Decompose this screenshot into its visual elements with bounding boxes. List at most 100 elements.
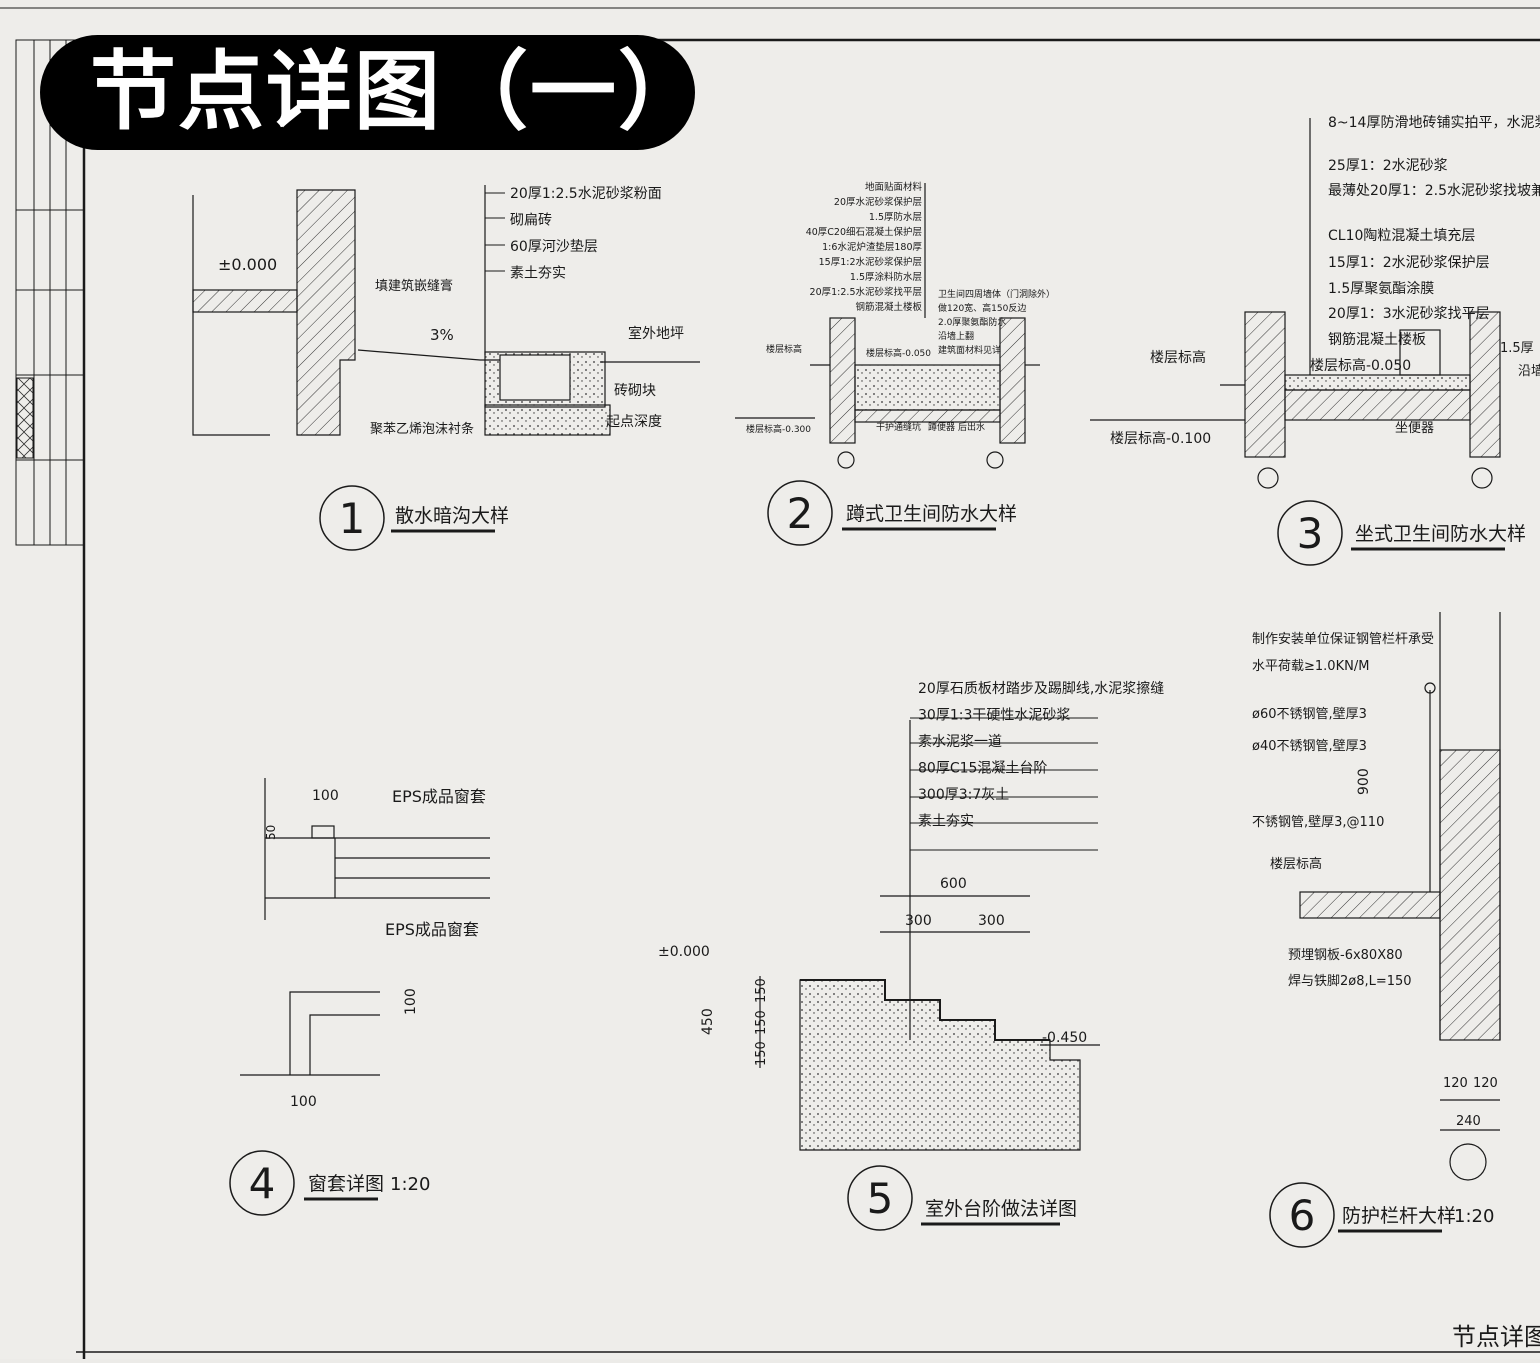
detail-4-note: 100 xyxy=(312,788,339,804)
detail-6-drawing xyxy=(1299,612,1501,1181)
detail-1-note: 起点深度 xyxy=(606,414,662,430)
detail-5-layer-label: 素水泥浆一道 xyxy=(918,734,1002,750)
detail-6-note: 120 xyxy=(1473,1076,1498,1091)
detail-1-title: 散水暗沟大样 xyxy=(395,505,509,527)
detail-4-title: 窗套详图 xyxy=(308,1173,384,1195)
detail-3-layer-label: 8~14厚防滑地砖铺实拍平，水泥浆擦缝 xyxy=(1328,114,1540,131)
detail-5-title: 室外台阶做法详图 xyxy=(925,1198,1077,1220)
detail-5-note: 150 xyxy=(754,978,769,1003)
detail-5-number: 5 xyxy=(867,1174,894,1223)
detail-2-note: 2.0厚聚氨酯防水 xyxy=(938,316,1006,328)
detail-2-layer-label: 钢筋混凝土楼板 xyxy=(855,301,922,313)
sheet-frame xyxy=(0,7,1540,1359)
detail-1-drawing xyxy=(192,185,700,436)
detail-1-note: 聚苯乙烯泡沫衬条 xyxy=(370,421,474,437)
detail-2-layer-label: 地面贴面材料 xyxy=(865,181,923,193)
detail-6-layer-label: ø40不锈钢管,壁厚3 xyxy=(1252,739,1367,754)
detail-5-note: 150 xyxy=(754,1041,769,1066)
detail-4-note: 100 xyxy=(290,1094,317,1110)
detail-5-note: 450 xyxy=(700,1008,716,1035)
detail-3-drawing xyxy=(1090,118,1501,489)
detail-1-note: 填建筑嵌缝膏 xyxy=(375,278,453,294)
detail-6-layer-label: 水平荷载≥1.0KN/M xyxy=(1252,659,1369,674)
detail-4-number: 4 xyxy=(249,1159,276,1208)
detail-2-layer-label: 1.5厚防水层 xyxy=(869,211,922,223)
detail-6-layer-label: 制作安装单位保证钢管栏杆承受 xyxy=(1252,632,1434,647)
detail-2-note: 卫生间四周墙体（门洞除外） xyxy=(938,288,1055,300)
detail-2-note: 后出水 xyxy=(958,421,985,433)
detail-5-drawing xyxy=(759,720,1100,1151)
detail-2-layer-label: 1:6水泥炉渣垫层180厚 xyxy=(822,241,922,253)
title-banner xyxy=(40,35,695,150)
detail-1-note: 室外地坪 xyxy=(628,325,684,342)
detail-3-layer-label: 15厚1：2水泥砂浆保护层 xyxy=(1328,255,1490,271)
detail-6-layer-label: 不锈钢管,壁厚3,@110 xyxy=(1252,815,1384,830)
detail-6-scale: 1:20 xyxy=(1454,1206,1494,1227)
detail-1-layer-label: 素土夯实 xyxy=(510,266,566,282)
detail-4-drawing xyxy=(240,778,490,1076)
detail-3-layer-label: 最薄处20厚1：2.5水泥砂浆找坡兼防水层（掺4%高效防水粉） xyxy=(1328,182,1540,199)
detail-6-note: 900 xyxy=(1356,768,1372,795)
detail-1-note: ±0.000 xyxy=(218,255,277,274)
detail-2-layer-label: 1.5厚涂料防水层 xyxy=(850,271,922,283)
detail-5-note: 300 xyxy=(905,913,932,929)
detail-2-note: 干护通缝坑 xyxy=(876,421,921,433)
detail-5-callout-circle xyxy=(847,1165,913,1231)
detail-6-callout-circle xyxy=(1269,1182,1335,1248)
detail-annotations: 20厚1:2.5水泥砂浆粉面砌扁砖60厚河沙垫层素土夯实地面贴面材料20厚水泥砂… xyxy=(218,114,1540,1129)
detail-1-layer-label: 砌扁砖 xyxy=(510,213,552,229)
detail-3-callout-circle xyxy=(1277,500,1343,566)
detail-5-note: -0.450 xyxy=(1042,1030,1087,1046)
detail-5-note: ±0.000 xyxy=(658,944,710,960)
sheet-label: 节点详图 xyxy=(1452,1323,1540,1351)
detail-3-layer-label: 20厚1：3水泥砂浆找平层 xyxy=(1328,306,1490,322)
detail-4-note: EPS成品窗套 xyxy=(392,787,486,806)
detail-3-note: 坐便器 xyxy=(1395,421,1434,436)
detail-6-number: 6 xyxy=(1289,1191,1316,1240)
detail-3-number: 3 xyxy=(1297,509,1324,558)
detail-1-number: 1 xyxy=(339,494,366,543)
detail-2-layer-label: 20厚1:2.5水泥砂浆找平层 xyxy=(810,286,922,298)
detail-2-note: 沿墙上翻 xyxy=(938,330,974,342)
detail-3-layer-label: 钢筋混凝土楼板 xyxy=(1328,331,1426,348)
detail-6-note: 120 xyxy=(1443,1076,1468,1091)
detail-3-note: 1.5厚 xyxy=(1500,341,1534,356)
detail-5-layer-label: 20厚石质板材踏步及踢脚线,水泥浆擦缝 xyxy=(918,680,1164,697)
detail-5-layer-label: 80厚C15混凝土台阶 xyxy=(918,761,1047,777)
detail-2-note: 楼层标高-0.300 xyxy=(746,423,811,435)
detail-4-note: 50 xyxy=(264,825,278,840)
detail-2-number: 2 xyxy=(787,489,814,538)
detail-1-layer-label: 20厚1:2.5水泥砂浆粉面 xyxy=(510,186,662,202)
detail-3-title: 坐式卫生间防水大样 xyxy=(1355,523,1526,545)
detail-1-note: 3% xyxy=(430,326,454,344)
detail-2-layer-label: 20厚水泥砂浆保护层 xyxy=(834,196,922,208)
detail-2-note: 楼层标高-0.050 xyxy=(866,347,931,359)
detail-4-callout-circle xyxy=(229,1150,295,1216)
detail-6-layer-label: ø60不锈钢管,壁厚3 xyxy=(1252,707,1367,722)
detail-5-layer-rows xyxy=(910,717,1098,851)
detail-2-note: 蹲便器 xyxy=(928,421,955,433)
detail-4-note: EPS成品窗套 xyxy=(385,920,479,939)
detail-5-layer-label: 30厚1:3干硬性水泥砂浆 xyxy=(918,708,1070,724)
detail-5-note: 150 xyxy=(754,1010,769,1035)
detail-5-layer-label: 300厚3:7灰土 xyxy=(918,787,1009,803)
detail-6-title: 防护栏杆大样 xyxy=(1342,1205,1456,1227)
detail-2-layer-label: 15厚1:2水泥砂浆保护层 xyxy=(819,256,922,268)
detail-1-callout-circle xyxy=(319,485,385,551)
detail-4-note: 100 xyxy=(403,988,419,1015)
detail-6-note: 240 xyxy=(1456,1114,1481,1129)
detail-6-note: 预埋钢板-6x80X80 xyxy=(1288,948,1403,963)
detail-3-note: 楼层标高 xyxy=(1150,349,1206,366)
detail-2-drawing xyxy=(735,183,1040,469)
detail-3-note: 楼层标高-0.050 xyxy=(1310,357,1411,374)
detail-6-note: 焊与铁脚2ø8,L=150 xyxy=(1288,973,1412,989)
detail-5-note: 600 xyxy=(940,876,967,892)
detail-3-layer-label: 1.5厚聚氨酯涂膜 xyxy=(1328,281,1434,297)
detail-2-note: 建筑面材料见详 xyxy=(938,344,1001,356)
detail-5-note: 300 xyxy=(978,913,1005,929)
page-title: 节点详图（一） xyxy=(90,42,706,142)
detail-3-note: 楼层标高-0.100 xyxy=(1110,430,1211,447)
detail-2-note: 做120宽、高150反边 xyxy=(938,302,1026,314)
